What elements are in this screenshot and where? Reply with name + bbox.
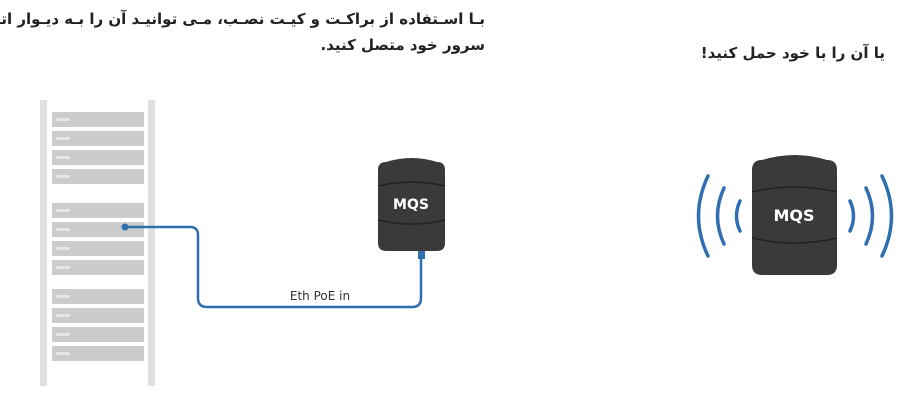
wall-mount-caption-line1: بـا اسـتفاده از براکـت و کیـت نصـب، مـی … xyxy=(0,10,485,28)
server-rack-icon xyxy=(40,100,155,386)
mounted-device-label: MQS xyxy=(393,197,429,213)
wave-right-2 xyxy=(864,186,875,246)
rack-unit xyxy=(52,203,144,218)
wave-left-2 xyxy=(715,186,726,246)
rack-unit xyxy=(52,346,144,361)
cable-connector xyxy=(418,250,425,259)
wave-left-3 xyxy=(696,174,710,258)
rack-unit xyxy=(52,260,144,275)
rack-unit-slot xyxy=(56,137,70,140)
rack-unit-slot xyxy=(56,333,70,336)
carry-caption: یا آن را با خود حمل کنید! xyxy=(700,44,885,62)
rack-post-right xyxy=(148,100,155,386)
rack-unit xyxy=(52,131,144,146)
cable-port-dot xyxy=(121,223,129,231)
rack-unit-slot xyxy=(56,209,70,212)
carried-device: MQS xyxy=(751,155,838,275)
rack-unit-slot xyxy=(56,228,70,231)
rack-unit-slot xyxy=(56,175,70,178)
rack-unit xyxy=(52,241,144,256)
rack-unit xyxy=(52,112,144,127)
rack-unit-slot xyxy=(56,247,70,250)
rack-unit-slot xyxy=(56,156,70,159)
rack-unit xyxy=(52,327,144,342)
wireless-signal-icon xyxy=(696,174,894,258)
wall-mount-caption-line2: سرور خود متصل کنید. xyxy=(320,36,485,54)
eth-poe-cable xyxy=(125,225,423,309)
wave-right-3 xyxy=(880,174,894,258)
cable-label: Eth PoE in xyxy=(290,289,350,303)
rack-unit-slot xyxy=(56,295,70,298)
mounted-device: MQS xyxy=(377,158,446,251)
rack-unit-slot xyxy=(56,118,70,121)
carried-device-label: MQS xyxy=(773,206,814,225)
rack-unit xyxy=(52,169,144,184)
wave-right-1 xyxy=(848,199,856,233)
rack-unit-slot xyxy=(56,266,70,269)
rack-unit xyxy=(52,222,144,237)
rack-unit-slot xyxy=(56,352,70,355)
rack-unit-slot xyxy=(56,314,70,317)
rack-unit xyxy=(52,289,144,304)
wall-mount-caption: بـا اسـتفاده از براکـت و کیـت نصـب، مـی … xyxy=(0,6,485,58)
rack-units xyxy=(52,112,144,361)
rack-post-left xyxy=(40,100,47,386)
wave-left-1 xyxy=(734,199,742,233)
rack-unit xyxy=(52,308,144,323)
rack-unit xyxy=(52,150,144,165)
